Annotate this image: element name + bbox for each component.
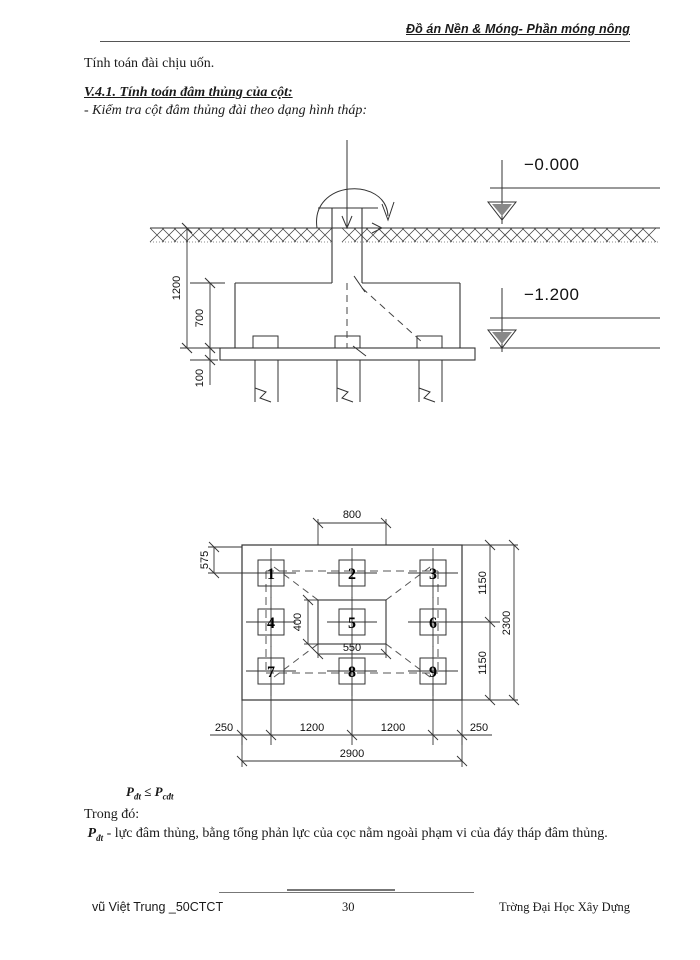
dimension-575-label: 575 [199, 551, 211, 569]
elevation-marker-0-000 [486, 160, 660, 224]
desc-symbol: P [87, 826, 97, 841]
elevation-1-200-label: −1.200 [524, 285, 579, 304]
intro-line: Tính toán đài chịu uốn. [84, 56, 215, 71]
header-title: Đồ án Nền & Móng- Phần móng nông [405, 22, 630, 36]
dimension-250-left-label: 250 [215, 722, 233, 734]
header-rule [100, 41, 630, 42]
foundation-section-view: 1200 700 100 −0.000 −1.200 [149, 140, 660, 405]
bottom-dimension-chain [210, 685, 492, 767]
column-section [331, 208, 363, 283]
pile-label-7: 7 [267, 664, 275, 681]
pile-centrelines [246, 548, 458, 696]
footer-school: Trờng Đại Học Xây Dựng [499, 900, 630, 914]
page-footer: vũ Việt Trung _50CTCT 30 Trờng Đại Học X… [84, 889, 630, 918]
pile-label-4: 4 [267, 615, 275, 632]
dimension-250-right-label: 250 [470, 722, 488, 734]
punching-formula: Pđt ≤ Pcđt [126, 783, 174, 806]
vertical-dimension-chain [180, 222, 225, 385]
dimension-700-label: 700 [194, 309, 206, 327]
dimension-2900-label: 2900 [340, 748, 364, 760]
column-dimension-550 [312, 644, 392, 660]
pile-label-8: 8 [348, 664, 356, 681]
right-dimension-chain [458, 539, 520, 706]
axial-load-arrow [341, 140, 353, 230]
dimension-1200-left-label: 1200 [300, 722, 324, 734]
horizontal-load-arrow [347, 222, 384, 234]
top-dimension-800 [312, 517, 392, 545]
formula-lhs: P [126, 784, 134, 799]
formula-operator: ≤ [144, 784, 152, 799]
pile-label-2: 2 [348, 566, 356, 583]
dimension-550-label: 550 [343, 642, 361, 654]
elevation-marker-1-200 [486, 288, 660, 352]
formula-rhs: P [154, 784, 163, 799]
pile-label-6: 6 [429, 615, 437, 632]
dimension-800-label: 800 [343, 509, 361, 521]
formula-lhs-sub: đt [133, 791, 141, 802]
formula-rhs-sub: cđt [162, 791, 174, 802]
piles-below [254, 360, 443, 403]
pile-label-9: 9 [429, 664, 437, 681]
pile-cap-outline [234, 282, 461, 348]
tower-leader-bottom [352, 345, 367, 357]
footer-page-number: 30 [342, 900, 355, 914]
soil-hatch-pattern [149, 227, 660, 243]
desc-text: - lực đâm thủng, bằng tổng phản lực của … [103, 826, 608, 841]
trong-do-label: Trong đó: [84, 807, 140, 822]
dimension-2300-label: 2300 [501, 611, 513, 635]
dimension-1150-bottom-label: 1150 [477, 651, 489, 675]
punching-tower-slope [361, 287, 423, 343]
desc-symbol-sub: đt [96, 832, 104, 843]
left-dimension-575 [208, 541, 246, 579]
punching-tower-diagonals [273, 566, 431, 678]
dimension-100-label: 100 [194, 369, 206, 387]
pile-label-5: 5 [348, 615, 356, 632]
dimension-1150-top-label: 1150 [477, 571, 489, 595]
page-header: Đồ án Nền & Móng- Phần móng nông [100, 22, 630, 44]
dimension-1200-label: 1200 [171, 276, 183, 300]
dimension-1200-right-label: 1200 [381, 722, 405, 734]
lean-concrete-slab [219, 347, 476, 361]
dimension-400-label: 400 [292, 613, 304, 631]
pile-label-3: 3 [429, 566, 437, 583]
section-title: V.4.1. Tính toán đâm thủng của cột: [84, 85, 293, 100]
footer-rule [219, 892, 474, 893]
pile-label-1: 1 [267, 566, 275, 583]
footer-rule-accent [287, 889, 395, 891]
footer-author: vũ Việt Trung _50CTCT [92, 900, 224, 914]
moment-arrow [316, 188, 395, 229]
column-dimension-400 [302, 594, 318, 650]
tower-leader-top [353, 275, 366, 293]
section-subtitle: - Kiểm tra cột đâm thủng đài theo dạng h… [84, 103, 368, 118]
pile-cap-plan-view: 1 2 3 4 5 6 7 8 9 800 40 [199, 505, 565, 790]
elevation-0-000-label: −0.000 [524, 155, 579, 174]
punching-force-description: Pđt - lực đâm thủng, bằng tổng phản lực … [84, 824, 624, 848]
